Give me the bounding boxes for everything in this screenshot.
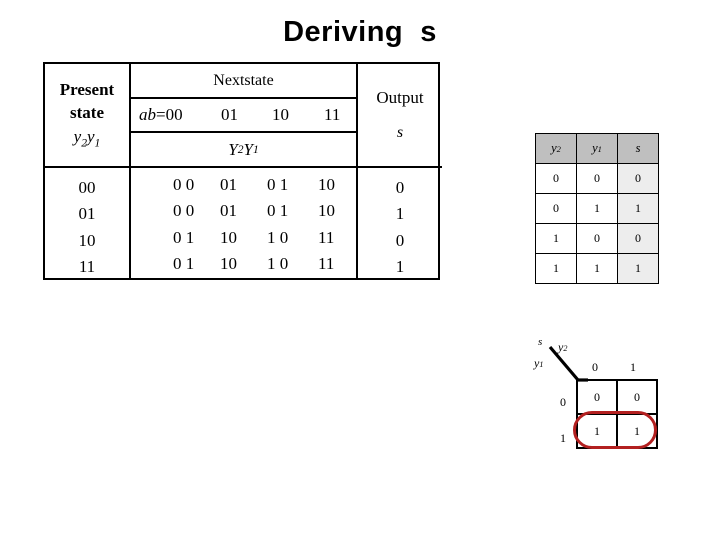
truth-header-s: s — [617, 133, 659, 164]
present-state-row-0: 00 — [78, 178, 96, 197]
truth-header-y2: y2 — [535, 133, 577, 164]
present-state-row-1: 01 — [78, 204, 96, 224]
nextstate-cell: 0 1 — [267, 175, 289, 194]
kmap-col-label-1: 1 — [630, 360, 636, 374]
nextstate-cell: 01 — [220, 201, 237, 221]
page-title: Deriving s — [283, 16, 437, 48]
kmap-column-variable-label: y2 — [558, 340, 568, 354]
kmap-col-label-0: 0 — [592, 360, 598, 374]
nextstate-ab-header: ab=00 01 10 11 — [131, 99, 356, 133]
ab-column-01: 01 — [221, 105, 238, 124]
nextstate-row-0: 0 0 01 0 1 10 — [131, 175, 356, 201]
present-state-values: 00 01 10 11 — [45, 168, 129, 278]
kmap-cell-0-0: 0 — [576, 379, 618, 415]
ab-column-11: 11 — [324, 105, 341, 124]
output-row-2: 0 — [395, 230, 405, 250]
kmap-row-variable-label: y1 — [534, 356, 544, 370]
truth-cell-y2: 0 — [535, 163, 577, 194]
kmap-grid: 0 0 1 1 — [576, 379, 658, 449]
nextstate-row-3: 0 1 10 1 0 11 — [131, 254, 356, 280]
nextstate-cell: 1 0 — [267, 227, 289, 247]
output-row-3: 1 — [395, 257, 405, 277]
truth-table-header-row: y2 y1 s — [535, 133, 659, 164]
output-variable: s — [396, 124, 404, 141]
nextstate-cell: 1 0 — [267, 253, 289, 273]
output-values: 0 1 0 1 — [358, 168, 442, 278]
present-state-header: Present state y2y1 — [45, 64, 129, 168]
present-state-variables: y2y1 — [73, 127, 101, 150]
ab-column-10: 10 — [272, 105, 289, 124]
nextstate-cell: 0 0 — [173, 175, 195, 194]
nextstate-cell: 01 — [220, 175, 237, 194]
nextstate-cell: 11 — [318, 253, 335, 273]
nextstate-cell: 11 — [318, 227, 335, 247]
nextstate-cell: 0 1 — [267, 201, 289, 221]
present-state-header-line2: state — [70, 102, 104, 122]
truth-header-y1: y1 — [576, 133, 618, 164]
kmap-row-label-1: 1 — [560, 431, 566, 445]
kmap-cell-0-1: 0 — [616, 379, 658, 415]
present-state-column: Present state y2y1 00 01 10 11 — [45, 64, 131, 278]
truth-cell-y2: 1 — [535, 223, 577, 254]
kmap-output-label: s — [538, 336, 543, 348]
output-label: Output — [376, 88, 424, 107]
table-row: 1 1 1 — [535, 253, 659, 284]
output-truth-table: y2 y1 s 0 0 0 0 1 1 1 0 0 1 1 1 — [535, 133, 659, 284]
output-row-0: 0 — [395, 178, 405, 197]
nextstate-cell: 0 1 — [173, 253, 195, 273]
truth-cell-s: 0 — [617, 163, 659, 194]
truth-cell-s: 0 — [617, 223, 659, 254]
nextstate-cell: 10 — [220, 227, 237, 247]
nextstate-title: Nextstate — [131, 64, 356, 99]
present-state-header-line1: Present — [59, 80, 115, 100]
truth-cell-y2: 1 — [535, 253, 577, 284]
table-row: 0 0 0 — [535, 163, 659, 194]
truth-cell-y1: 0 — [576, 163, 618, 194]
nextstate-cell: 10 — [318, 175, 335, 194]
table-row: 1 0 0 — [535, 223, 659, 254]
output-column: Output s 0 1 0 1 — [358, 64, 442, 278]
truth-cell-y1: 0 — [576, 223, 618, 254]
present-state-row-2: 10 — [78, 230, 96, 250]
truth-cell-y1: 1 — [576, 253, 618, 284]
output-row-1: 1 — [395, 204, 405, 224]
present-state-row-3: 11 — [78, 257, 96, 277]
truth-cell-s: 1 — [617, 193, 659, 224]
nextstate-row-2: 0 1 10 1 0 11 — [131, 228, 356, 254]
truth-cell-y1: 1 — [576, 193, 618, 224]
nextstate-cell: 0 0 — [173, 201, 195, 221]
nextstate-cell: 10 — [220, 253, 237, 273]
truth-cell-s: 1 — [617, 253, 659, 284]
kmap-cell-1-0: 1 — [576, 413, 618, 449]
kmap-grid-row: 1 1 — [576, 413, 658, 449]
truth-cell-y2: 0 — [535, 193, 577, 224]
nextstate-cell: 0 1 — [173, 227, 195, 247]
kmap-grid-row: 0 0 — [576, 379, 658, 415]
ab-equals-label: ab=00 — [139, 105, 183, 124]
nextstate-cell: 10 — [318, 201, 335, 221]
table-row: 0 1 1 — [535, 193, 659, 224]
nextstate-values: 0 0 01 0 1 10 0 0 01 0 1 10 0 1 10 1 0 1… — [131, 168, 356, 278]
kmap-cell-1-1: 1 — [616, 413, 658, 449]
nextstate-row-1: 0 0 01 0 1 10 — [131, 201, 356, 227]
karnaugh-map: s y2 y1 0 1 0 1 0 0 1 1 — [528, 330, 678, 460]
kmap-row-label-0: 0 — [560, 395, 566, 409]
output-header: Output s — [358, 64, 442, 168]
state-transition-table: Present state y2y1 00 01 10 11 Nextstate… — [43, 62, 442, 280]
